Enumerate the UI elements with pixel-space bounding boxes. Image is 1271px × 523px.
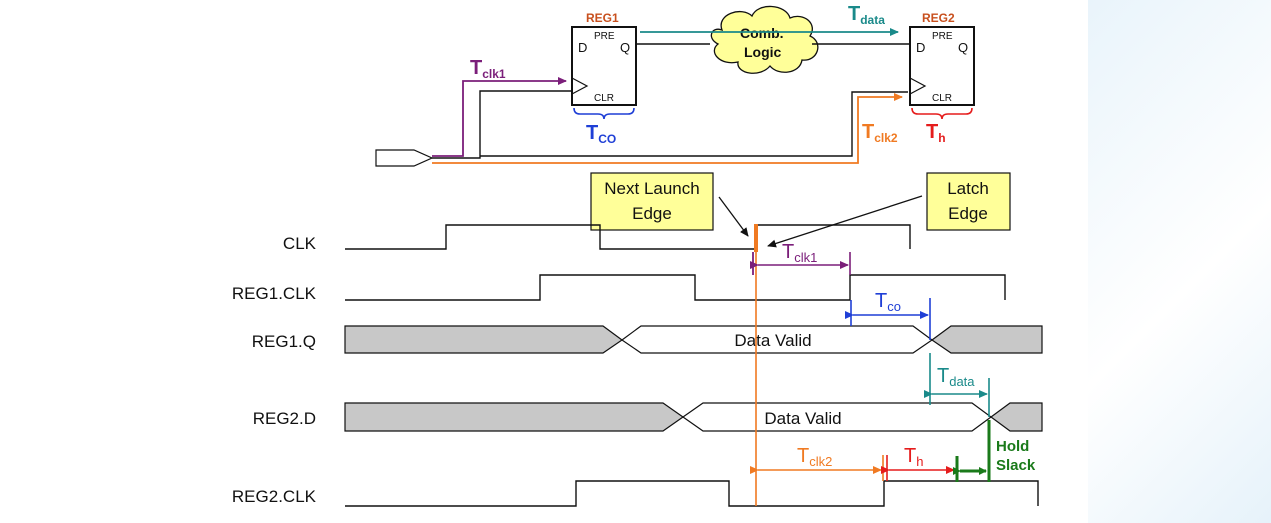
callouts: Next Launch Edge Latch Edge [590, 172, 1011, 248]
wave-clk [345, 224, 911, 250]
reg1-q: Q [620, 40, 630, 55]
reg2-d: D [916, 40, 925, 55]
label-reg1-q: REG1.Q [252, 332, 316, 351]
next-launch-line1: Next Launch [604, 179, 699, 198]
tco-brace-icon [573, 107, 635, 120]
reg1-clr: CLR [594, 93, 614, 104]
wave-tclk2-label: Tclk2 [797, 445, 832, 469]
reg1-d: D [578, 40, 587, 55]
reg2-d-invalid-left [344, 402, 685, 432]
wave-tco-label: Tco [875, 290, 901, 314]
reg2-clr: CLR [932, 93, 952, 104]
circuit: REG1 PRE D Q CLR TCO Comb. Logic Tdata R… [375, 3, 975, 167]
comb-logic-line1: Comb. [740, 25, 784, 41]
reg2-d-invalid-right [989, 402, 1043, 432]
reg2-clock-triangle-icon [909, 77, 927, 95]
th-brace-icon [911, 107, 973, 120]
next-launch-callout [590, 172, 714, 231]
waveforms: Data Valid Data Valid [344, 224, 1043, 507]
tclk2-label: Tclk2 [862, 121, 898, 145]
label-reg2-clk: REG2.CLK [232, 487, 317, 506]
background-panel [1088, 0, 1271, 523]
tclk1-label: Tclk1 [470, 57, 506, 81]
hold-slack-line2: Slack [996, 457, 1036, 474]
latch-line1: Latch [947, 179, 989, 198]
next-launch-line2: Edge [632, 204, 672, 223]
reg2-box [909, 26, 975, 106]
wave-tclk1-label: Tclk1 [782, 241, 817, 265]
reg2-d-valid-text: Data Valid [764, 409, 841, 428]
hold-slack-line1: Hold [996, 438, 1029, 455]
wave-reg2-clk [345, 480, 1039, 507]
comb-logic-line2: Logic [744, 44, 782, 60]
clock-net [432, 90, 572, 159]
reg1-box [571, 26, 637, 106]
tdata-label: Tdata [848, 3, 885, 27]
reg1-pre: PRE [594, 31, 615, 42]
reg2-title: REG2 [922, 11, 955, 25]
th-label: Th [926, 121, 946, 145]
signal-labels: CLK REG1.CLK REG1.Q REG2.D REG2.CLK [232, 234, 317, 506]
latch-line2: Edge [948, 204, 988, 223]
clock-input-icon [375, 149, 434, 167]
timing-annotations: Tclk1 Tco Tdata Tclk2 Th Hold Slack [750, 224, 1036, 506]
latch-callout [926, 172, 1011, 231]
clk2-path [432, 93, 903, 164]
label-reg2-d: REG2.D [253, 409, 316, 428]
latch-pointer [767, 195, 923, 248]
reg2-q: Q [958, 40, 968, 55]
wave-reg1-clk [345, 274, 1006, 301]
clock-net-reg2 [480, 91, 908, 157]
clk1-path [432, 77, 567, 157]
reg1-clock-triangle-icon [571, 77, 589, 95]
label-reg1-clk: REG1.CLK [232, 284, 317, 303]
reg1-q-invalid-right [930, 325, 1043, 354]
label-clk: CLK [283, 234, 317, 253]
reg1-title: REG1 [586, 11, 619, 25]
reg1-q-invalid-left [344, 325, 624, 354]
wave-th-label: Th [904, 445, 923, 469]
reg2-pre: PRE [932, 31, 953, 42]
next-launch-pointer [718, 196, 749, 237]
comb-logic-cloud-icon [710, 5, 819, 74]
tco-label: TCO [586, 122, 616, 146]
reg1-q-valid-text: Data Valid [734, 331, 811, 350]
wave-tdata-label: Tdata [937, 365, 975, 389]
